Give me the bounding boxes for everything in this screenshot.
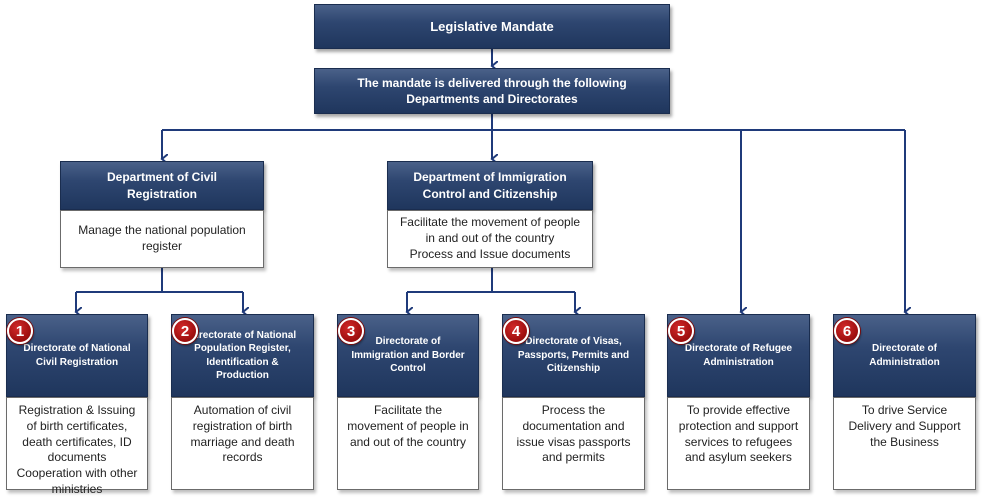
- directorate-6-title: Directorate of Administration: [869, 343, 940, 368]
- directorate-3-title: Directorate of Immigration and Border Co…: [351, 336, 465, 375]
- dept-civil-registration-body: Manage the national population register: [60, 210, 264, 268]
- delivery-title: The mandate is delivered through the fol…: [357, 75, 627, 106]
- legislative-mandate-box: Legislative Mandate: [314, 4, 670, 49]
- directorate-3-number-badge: 3: [338, 318, 364, 344]
- dept-immigration-description: Facilitate the movement of people in and…: [399, 215, 581, 261]
- dept-civil-registration-title: Department of Civil Registration: [106, 170, 217, 201]
- dept-civil-registration-header: Department of Civil Registration: [60, 161, 264, 210]
- directorate-6-number-badge: 6: [834, 318, 860, 344]
- directorate-2-number-badge: 2: [172, 318, 198, 344]
- dept-civil-registration-description: Manage the national population register: [78, 223, 246, 253]
- directorate-5-description: To provide effective protection and supp…: [678, 403, 799, 465]
- directorate-1-number: 1: [15, 322, 25, 340]
- directorate-1-header: Directorate of National Civil Registrati…: [6, 314, 148, 397]
- directorate-5-title: Directorate of Refugee Administration: [684, 343, 793, 368]
- directorate-5-number-badge: 5: [668, 318, 694, 344]
- directorate-6-description: To drive Service Delivery and Support th…: [848, 403, 961, 449]
- directorate-1-body: Registration & Issuing of birth certific…: [6, 397, 148, 497]
- directorate-2-number: 2: [180, 322, 190, 340]
- directorate-5-number: 5: [676, 322, 686, 340]
- dept-immigration-body: Facilitate the movement of people in and…: [387, 210, 593, 268]
- directorate-1-description: Registration & Issuing of birth certific…: [16, 403, 138, 497]
- directorate-1-title: Directorate of National Civil Registrati…: [23, 343, 131, 368]
- directorate-1-number-badge: 1: [7, 318, 33, 344]
- directorate-3-body: Facilitate the movement of people in and…: [337, 397, 479, 490]
- delivery-box: The mandate is delivered through the fol…: [314, 68, 670, 114]
- directorate-2-title: Directorate of National Population Regis…: [188, 329, 297, 382]
- directorate-2-description: Automation of civil registration of birt…: [190, 403, 295, 465]
- dept-immigration-title: Department of Immigration Control and Ci…: [413, 170, 567, 201]
- directorate-4-number-badge: 4: [503, 318, 529, 344]
- directorate-4-title: Directorate of Visas, Passports, Permits…: [517, 336, 630, 375]
- directorate-4-number: 4: [511, 322, 521, 340]
- directorate-3-description: Facilitate the movement of people in and…: [347, 403, 469, 449]
- directorate-5-body: To provide effective protection and supp…: [667, 397, 810, 490]
- directorate-6-number: 6: [842, 322, 852, 340]
- directorate-4-description: Process the documentation and issue visa…: [516, 403, 631, 465]
- directorate-6-body: To drive Service Delivery and Support th…: [833, 397, 976, 490]
- legislative-mandate-title: Legislative Mandate: [430, 18, 554, 34]
- directorate-2-body: Automation of civil registration of birt…: [171, 397, 314, 490]
- dept-immigration-header: Department of Immigration Control and Ci…: [387, 161, 593, 210]
- directorate-4-body: Process the documentation and issue visa…: [502, 397, 645, 490]
- directorate-3-number: 3: [346, 322, 356, 340]
